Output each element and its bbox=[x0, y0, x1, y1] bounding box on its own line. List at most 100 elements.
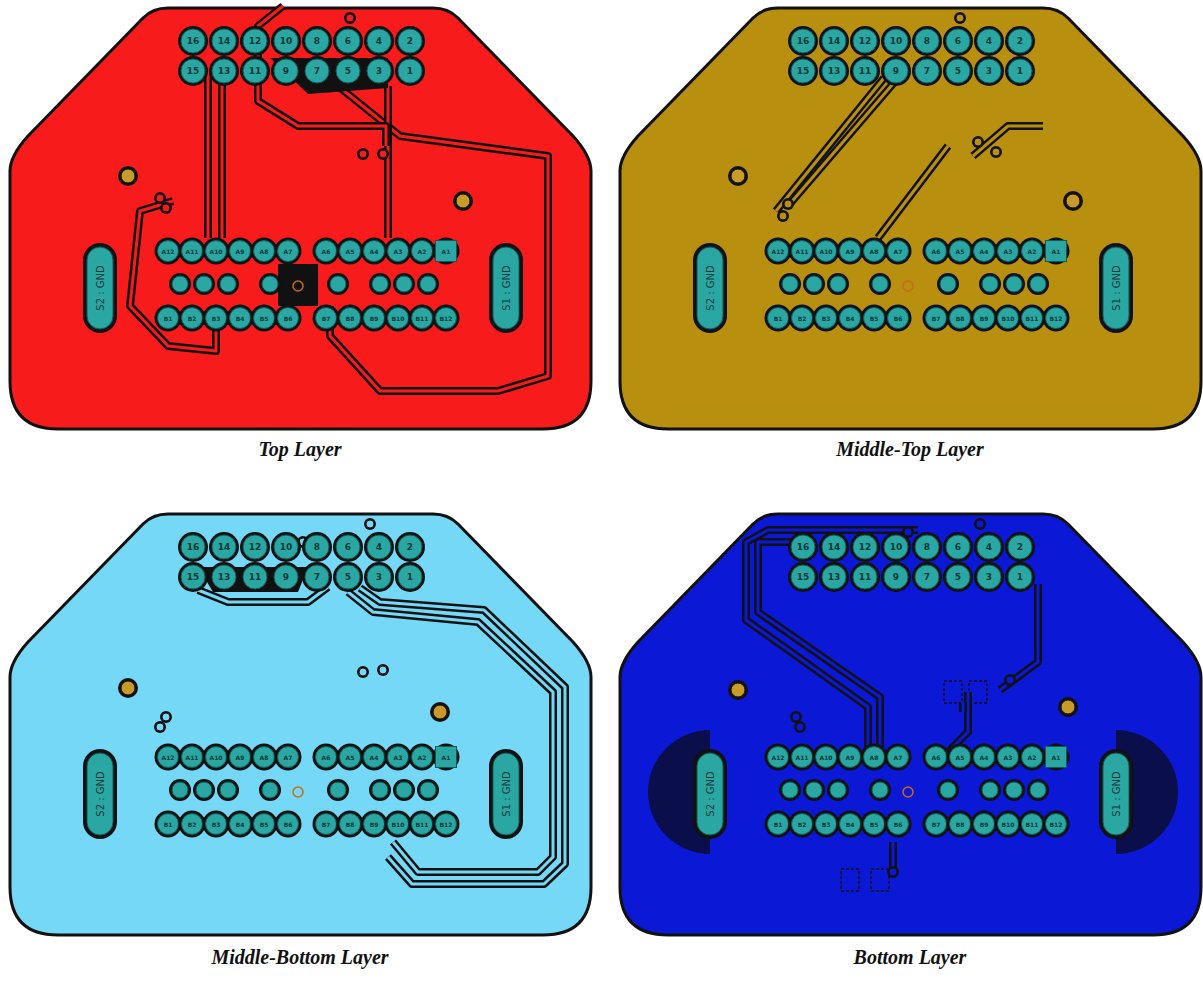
pad-clearance bbox=[302, 56, 332, 86]
round-pad bbox=[950, 814, 971, 835]
trace-clearance bbox=[348, 592, 553, 872]
trace-clearance bbox=[218, 78, 226, 238]
pad-clearance bbox=[850, 26, 880, 56]
pin-name: B5 bbox=[260, 821, 269, 828]
pads bbox=[83, 26, 523, 333]
pin-name: A10 bbox=[820, 754, 833, 761]
round-pad bbox=[915, 535, 939, 559]
round-pad bbox=[926, 241, 947, 262]
pin-number: 7 bbox=[924, 572, 930, 582]
round-pad bbox=[768, 747, 789, 768]
slot-clearance bbox=[489, 749, 523, 839]
round-pad bbox=[158, 814, 179, 835]
round-pad bbox=[340, 308, 361, 329]
pin-name: B1 bbox=[164, 315, 173, 322]
pad-clearance bbox=[789, 744, 816, 771]
round-pad bbox=[274, 565, 298, 589]
round-pad bbox=[316, 814, 337, 835]
pin-name: A11 bbox=[186, 248, 199, 255]
pad-clearance bbox=[1019, 305, 1046, 332]
round-pad bbox=[212, 565, 236, 589]
pad-clearance bbox=[765, 238, 792, 265]
round-pad bbox=[182, 241, 203, 262]
pin-number: 9 bbox=[283, 572, 289, 582]
pin-name: B11 bbox=[416, 821, 429, 828]
pin-name: A9 bbox=[236, 754, 245, 761]
via-clearance bbox=[344, 12, 356, 24]
via-clearance bbox=[972, 136, 984, 148]
round-pad bbox=[1022, 308, 1043, 329]
round-pad bbox=[262, 276, 278, 292]
pad-clearance bbox=[979, 779, 1001, 801]
board-outline bbox=[10, 8, 591, 429]
pad-clearance bbox=[259, 273, 281, 295]
via-clearance bbox=[777, 210, 789, 222]
slot-pad bbox=[87, 247, 113, 329]
round-pad bbox=[853, 29, 877, 53]
pin-number: 7 bbox=[924, 66, 930, 76]
pin-number: 11 bbox=[859, 572, 872, 582]
trace bbox=[221, 78, 224, 238]
round-pad bbox=[336, 535, 360, 559]
pad-clearance bbox=[869, 273, 891, 295]
pin-number: 15 bbox=[187, 66, 200, 76]
layer-caption: Top Layer bbox=[258, 438, 341, 461]
round-pad bbox=[792, 308, 813, 329]
round-pad bbox=[806, 276, 822, 292]
pad-clearance bbox=[361, 811, 388, 838]
pad-clearance bbox=[178, 26, 208, 56]
pin-number: 3 bbox=[986, 66, 992, 76]
pin-name: A12 bbox=[772, 248, 785, 255]
slot-clearance bbox=[1099, 243, 1133, 333]
round-pad bbox=[388, 241, 409, 262]
pin-number: 13 bbox=[218, 66, 231, 76]
round-pad bbox=[196, 782, 212, 798]
round-pad bbox=[977, 59, 1001, 83]
via bbox=[1006, 676, 1014, 684]
pad-clearance bbox=[240, 532, 270, 562]
pad-clearance bbox=[885, 238, 912, 265]
round-pad bbox=[206, 747, 227, 768]
pad-clearance bbox=[995, 238, 1022, 265]
pad-clearance bbox=[827, 779, 849, 801]
pin-name: B5 bbox=[870, 821, 879, 828]
slot-clearance bbox=[1099, 749, 1133, 839]
round-pad bbox=[998, 241, 1019, 262]
pad-clearance bbox=[155, 238, 182, 265]
round-pad bbox=[1030, 276, 1046, 292]
pin-name: B7 bbox=[322, 821, 331, 828]
round-pad bbox=[840, 241, 861, 262]
drill-mark bbox=[293, 787, 303, 797]
via bbox=[346, 14, 354, 22]
pad-clearance bbox=[971, 744, 998, 771]
pin-name: A11 bbox=[186, 754, 199, 761]
pin-number: 1 bbox=[1017, 572, 1023, 582]
round-pad bbox=[172, 276, 188, 292]
pin-name: S1 : GND bbox=[501, 265, 512, 310]
pin-name: A9 bbox=[846, 248, 855, 255]
trace bbox=[962, 702, 965, 712]
trace bbox=[207, 71, 210, 238]
pad-clearance bbox=[861, 811, 888, 838]
round-pad bbox=[388, 814, 409, 835]
pad-clearance bbox=[765, 811, 792, 838]
round-pad bbox=[822, 29, 846, 53]
pin-name: A6 bbox=[932, 754, 941, 761]
round-pad bbox=[364, 308, 385, 329]
via bbox=[784, 200, 792, 208]
round-pad bbox=[230, 308, 251, 329]
pad-clearance bbox=[337, 238, 364, 265]
pad-clearance bbox=[364, 26, 394, 56]
pad-clearance bbox=[837, 238, 864, 265]
pin-number: 8 bbox=[924, 542, 930, 552]
pin-number: 12 bbox=[249, 542, 262, 552]
via bbox=[379, 150, 387, 158]
via bbox=[1061, 700, 1075, 714]
round-pad bbox=[316, 747, 337, 768]
trace bbox=[776, 78, 884, 211]
trace-clearance bbox=[384, 86, 392, 238]
trace-clearance bbox=[360, 588, 565, 884]
pin-number: 14 bbox=[218, 36, 231, 46]
via-clearance bbox=[154, 721, 166, 733]
pin-number: 9 bbox=[893, 66, 899, 76]
